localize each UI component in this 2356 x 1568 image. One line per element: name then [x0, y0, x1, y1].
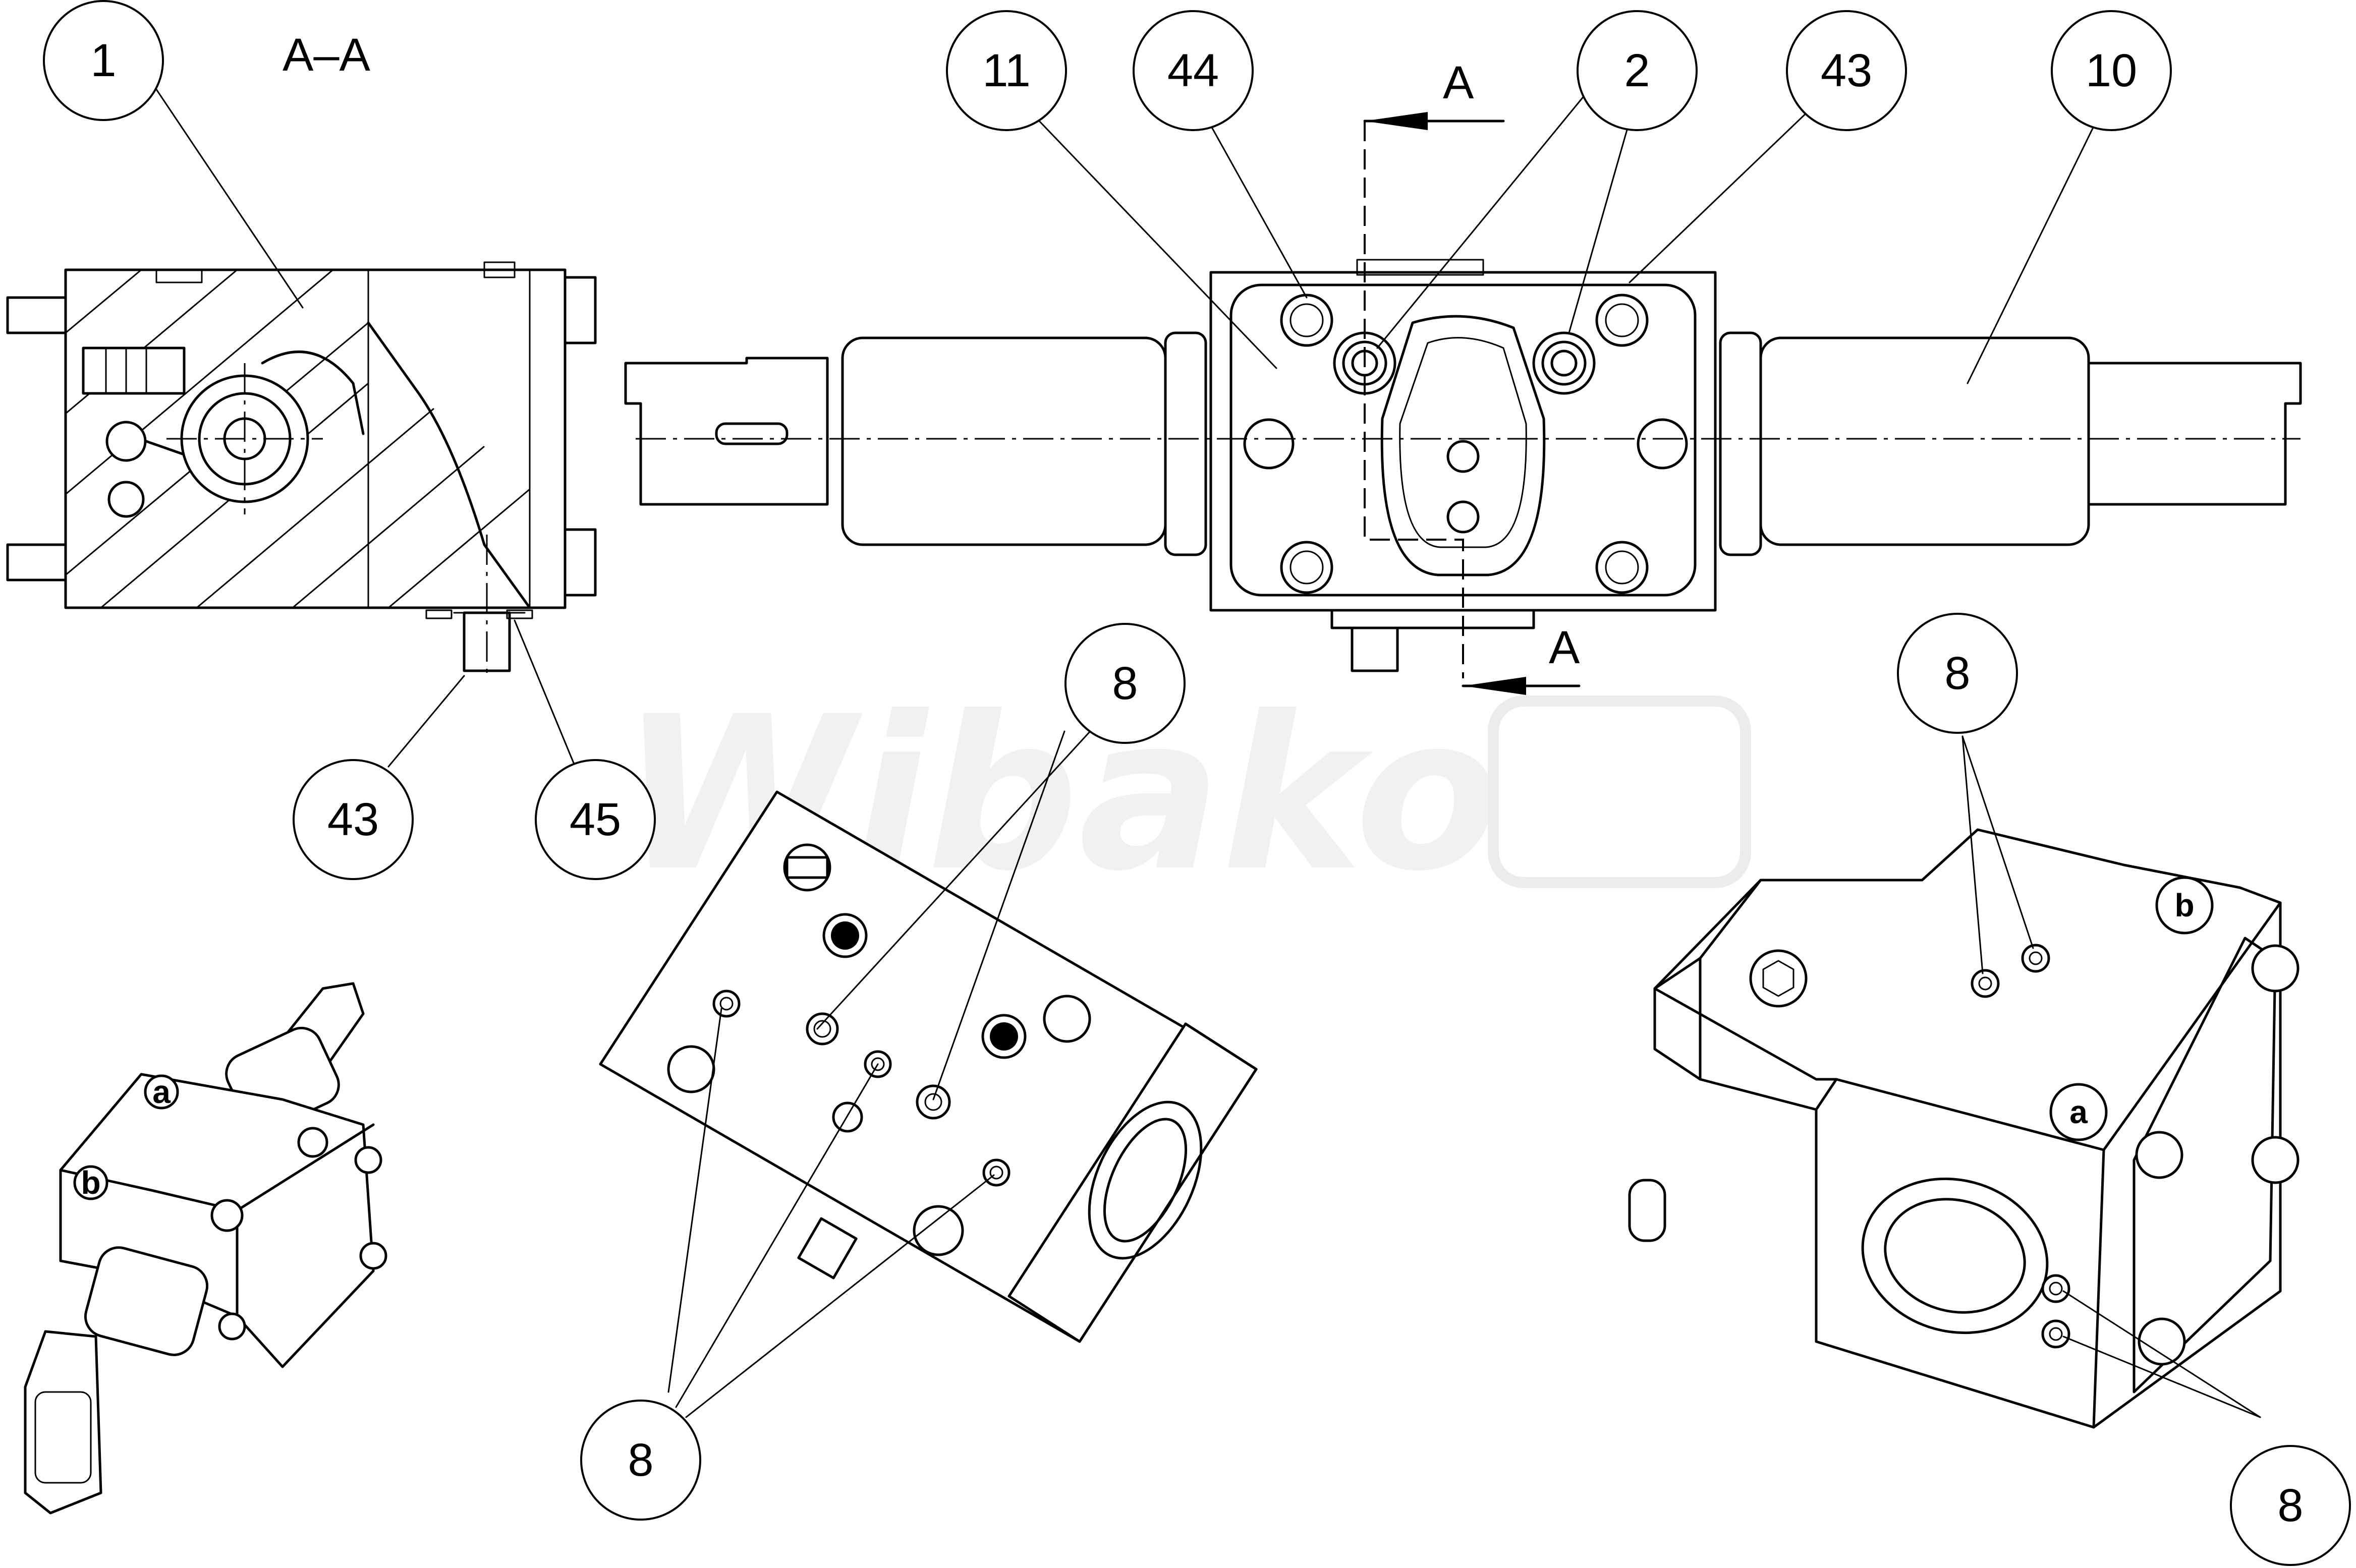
callout-2: 2 [1577, 10, 1698, 131]
iso-block-right-outline [1653, 828, 2282, 1429]
right-solenoid-coil [1759, 336, 2090, 546]
port-mark-a-asm: a [152, 1074, 171, 1110]
callout-10: 10 [2051, 10, 2172, 131]
front-bottom-rib [1330, 609, 1535, 629]
left-stud-bottom [6, 543, 67, 582]
callouts: 1 11 44 2 43 10 43 45 8 8 8 8 [43, 0, 2351, 1566]
section-port-lower [107, 481, 145, 518]
svg-text:2: 2 [1624, 45, 1650, 96]
callout-1: 1 [43, 0, 164, 121]
iso-right-hex-plug [1749, 949, 1808, 1008]
callout-8-right-bottom: 8 [2230, 1445, 2351, 1566]
section-cut-line [1364, 121, 1464, 678]
svg-text:11: 11 [982, 45, 1031, 96]
iso-block-middle [599, 790, 1258, 1343]
leader-lines [148, 77, 2261, 1418]
svg-text:44: 44 [1167, 45, 1219, 96]
svg-text:43: 43 [1821, 45, 1872, 96]
left-solenoid-nut [1164, 331, 1207, 556]
section-mark-top: A [1443, 57, 1474, 108]
port-mark-b-right: b [2174, 887, 2194, 923]
callout-11: 11 [946, 10, 1067, 131]
callout-43-top: 43 [1786, 10, 1907, 131]
svg-text:1: 1 [90, 35, 116, 86]
right-stud-bottom [564, 528, 597, 597]
port-mark-a-right: a [2069, 1094, 2088, 1130]
svg-text:8: 8 [628, 1434, 653, 1486]
right-solenoid-connector [2087, 362, 2302, 506]
iso-middle-main-port [1088, 1100, 1203, 1260]
left-solenoid-coil [841, 336, 1167, 546]
central-mounting-pad [1380, 315, 1546, 576]
section-mark-bottom: A [1549, 622, 1580, 673]
callout-8-right-top: 8 [1897, 613, 2018, 734]
callout-43-bottom: 43 [293, 759, 414, 880]
watermark-logo-box [1488, 695, 1751, 888]
right-solenoid-nut [1719, 331, 1762, 556]
right-stud-top [564, 276, 597, 344]
iso-middle-stud [667, 1045, 715, 1093]
callout-8-mid-top: 8 [1064, 623, 1186, 744]
bolt-bottom-right [1595, 541, 1649, 594]
svg-text:8: 8 [2277, 1480, 2303, 1531]
iso-right-port-a [2049, 1083, 2108, 1141]
iso-block-right: b a [1628, 828, 2299, 1429]
callout-45: 45 [535, 759, 656, 880]
svg-text:8: 8 [1944, 648, 1970, 699]
iso-assembly-bottom-left: a b [24, 982, 387, 1515]
iso-asm-bottom-coil [84, 1246, 209, 1356]
port-left [1243, 418, 1295, 470]
svg-text:8: 8 [1112, 658, 1138, 709]
left-stud-top [6, 296, 67, 334]
bolt-top-left [1280, 294, 1333, 347]
solenoid-label-plate [715, 422, 789, 445]
section-label: A–A [283, 29, 371, 81]
section-view-a-a: A–A [6, 29, 597, 676]
front-view: A A [624, 57, 2302, 695]
svg-text:43: 43 [327, 794, 379, 845]
callout-8-mid-bottom: 8 [580, 1400, 701, 1521]
front-bottom-spigot [1351, 626, 1399, 672]
port-mark-b-asm: b [81, 1165, 100, 1201]
svg-text:45: 45 [570, 794, 621, 845]
bolt-bottom-left [1280, 541, 1333, 594]
solenoid-pin-section [82, 346, 186, 395]
port-right [1637, 418, 1688, 470]
svg-text:10: 10 [2086, 45, 2137, 96]
iso-asm-bottom-connector [24, 1330, 102, 1515]
section-port-upper [105, 421, 147, 462]
callout-44: 44 [1133, 10, 1254, 131]
bolt-top-right [1595, 294, 1649, 347]
section-body [64, 268, 567, 609]
iso-right-port-b [2155, 876, 2214, 935]
